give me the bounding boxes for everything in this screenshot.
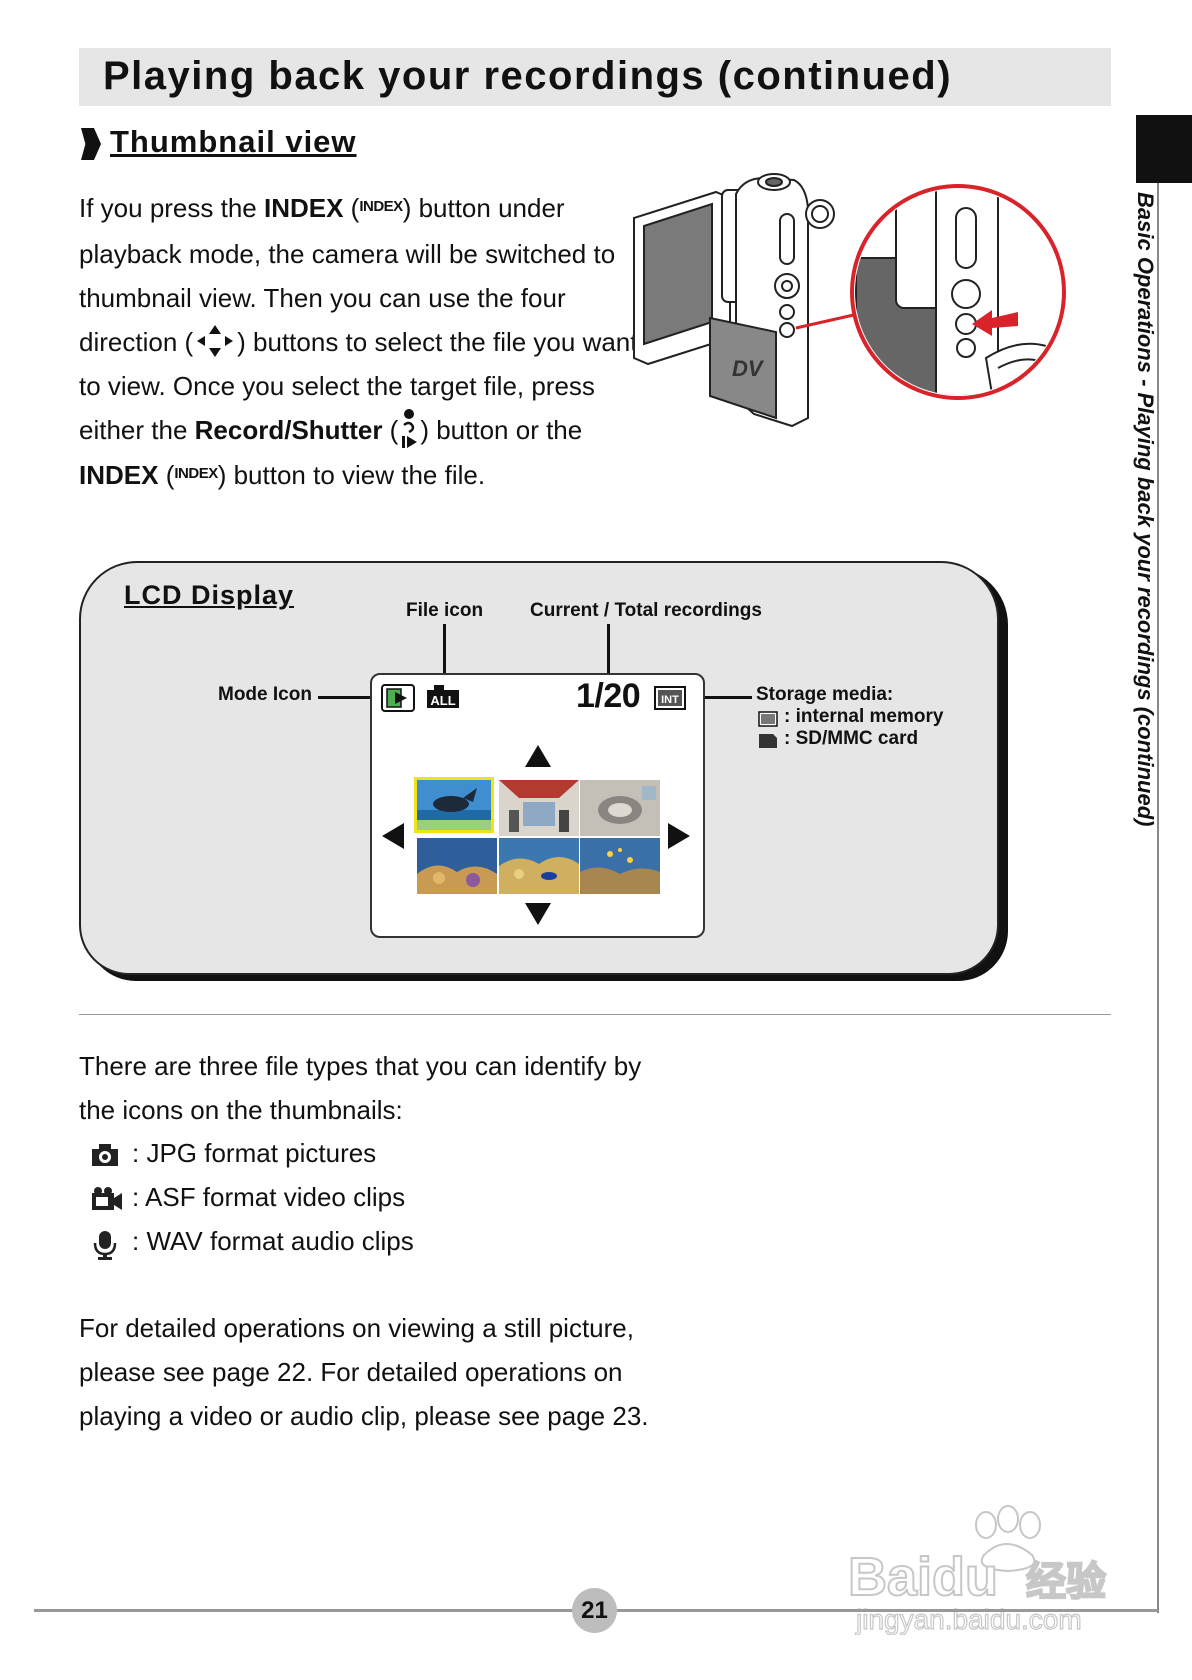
- camera-brand-mark: DV: [732, 356, 765, 381]
- reference-paragraph: For detailed operations on viewing a sti…: [79, 1313, 634, 1343]
- file-icon-leader: [443, 624, 446, 676]
- thumbnail[interactable]: [499, 838, 579, 894]
- sd-card-icon: [759, 734, 777, 748]
- file-types-intro: There are three file types that you can …: [79, 1051, 642, 1081]
- current-total-leader: [607, 624, 610, 676]
- title-bar: Playing back your recordings (continued): [79, 48, 1111, 106]
- mode-icon-leader: [318, 696, 376, 699]
- baidu-watermark: Baidu 经验 jingyan.baidu.com: [847, 1505, 1107, 1635]
- reference-paragraph: please see page 22. For detailed operati…: [79, 1357, 623, 1387]
- current-total-callout: Current / Total recordings: [530, 600, 762, 621]
- file-icon-callout: File icon: [406, 600, 484, 621]
- intro-text: (: [158, 460, 175, 491]
- playback-mode-icon: [381, 684, 415, 712]
- watermark-brand: Baidu: [848, 1547, 998, 1607]
- sidebar-rule: [1157, 183, 1159, 1613]
- internal-memory-icon: [758, 711, 778, 727]
- internal-memory-icon: INT: [654, 686, 686, 710]
- page-number: 21: [572, 1588, 617, 1633]
- intro-text: If you press the: [79, 193, 264, 223]
- thumbnail-selected[interactable]: [414, 777, 494, 833]
- section-tab-marker: [1136, 115, 1192, 183]
- all-badge-text: ALL: [430, 693, 455, 708]
- watermark-url: jingyan.baidu.com: [855, 1604, 1082, 1635]
- camera-illustration: DV: [633, 173, 1066, 428]
- index-button-icon: INDEX: [174, 465, 218, 483]
- direction-pad-icon: [197, 325, 234, 358]
- storage-media-label: Storage media:: [756, 684, 894, 705]
- subsection-title: Thumbnail view: [110, 124, 357, 159]
- file-types-intro: the icons on the thumbnails:: [79, 1095, 403, 1125]
- reference-paragraph: playing a video or audio clip, please se…: [79, 1401, 649, 1431]
- index-button-icon: INDEX: [359, 198, 403, 216]
- all-files-icon: ALL: [427, 685, 459, 708]
- file-type-label: : WAV format audio clips: [132, 1226, 414, 1256]
- section-divider: [79, 1014, 1111, 1015]
- storage-leader: [684, 696, 752, 699]
- mode-icon-callout: Mode Icon: [218, 684, 312, 705]
- press-arrow-icon: [972, 310, 1018, 336]
- thumbnail[interactable]: [580, 780, 660, 836]
- record-shutter-icon: [402, 409, 418, 449]
- thumbnail[interactable]: [580, 838, 660, 894]
- intro-text: ) button to view the file.: [217, 460, 486, 491]
- intro-paragraph: If you press the INDEX (INDEX) button un…: [79, 186, 639, 499]
- arrow-down-icon: [525, 903, 551, 925]
- page-title: Playing back your recordings (continued): [103, 54, 953, 98]
- file-type-label: : JPG format pictures: [132, 1138, 377, 1168]
- intro-text: (: [382, 415, 399, 446]
- arrow-right-icon: [668, 823, 690, 849]
- watermark-cn: 经验: [1026, 1559, 1106, 1605]
- int-badge-text: INT: [661, 694, 679, 706]
- subsection-marker-icon: [81, 128, 101, 160]
- video-camera-icon: [92, 1187, 122, 1210]
- lcd-heading: LCD Display: [124, 580, 295, 610]
- thumbnail[interactable]: [417, 838, 497, 894]
- thumbnail[interactable]: [499, 780, 579, 836]
- intro-text: ) buttons to select the file you want to…: [79, 327, 638, 446]
- arrow-left-icon: [382, 823, 404, 849]
- intro-text: ) button under playback mode, the camera…: [79, 193, 616, 358]
- intro-text: (: [343, 193, 360, 223]
- file-type-label: : ASF format video clips: [132, 1182, 406, 1212]
- recording-counter: 1/20: [576, 677, 641, 715]
- internal-memory-label: : internal memory: [784, 706, 944, 727]
- record-shutter-button-name: Record/Shutter: [194, 415, 383, 446]
- arrow-up-icon: [525, 745, 551, 767]
- index-button-name: INDEX: [263, 193, 344, 223]
- sd-card-label: : SD/MMC card: [784, 728, 919, 749]
- index-button-name: INDEX: [79, 460, 159, 491]
- camera-icon: [92, 1144, 118, 1166]
- intro-text: ) button or the: [420, 415, 583, 446]
- sidebar-section-label: Basic Operations - Playing back your rec…: [1133, 192, 1158, 827]
- microphone-icon: [93, 1231, 117, 1260]
